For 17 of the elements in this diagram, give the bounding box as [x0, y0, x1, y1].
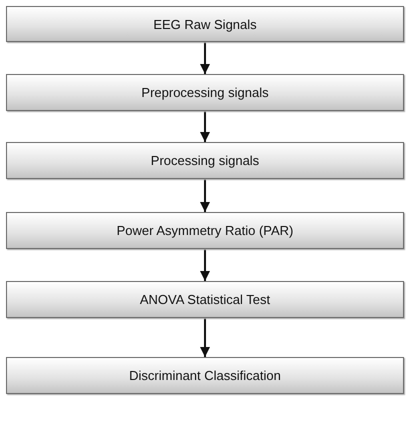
- process-box: [6, 6, 404, 42]
- arrow: [200, 42, 210, 74]
- step-label: Power Asymmetry Ratio (PAR): [116, 223, 294, 238]
- step-label: Processing signals: [150, 153, 260, 168]
- process-box: [6, 357, 404, 394]
- step-label: Discriminant Classification: [129, 368, 281, 383]
- arrow: [200, 111, 210, 142]
- process-box: [6, 142, 404, 179]
- process-box: [6, 212, 404, 249]
- process-box: [6, 74, 404, 111]
- arrow: [200, 249, 210, 281]
- step-label: Preprocessing signals: [141, 85, 269, 100]
- step-label: EEG Raw Signals: [153, 16, 257, 32]
- step-label: ANOVA Statistical Test: [140, 292, 270, 307]
- arrow: [200, 179, 210, 212]
- arrow: [200, 318, 210, 357]
- process-box: [6, 281, 404, 318]
